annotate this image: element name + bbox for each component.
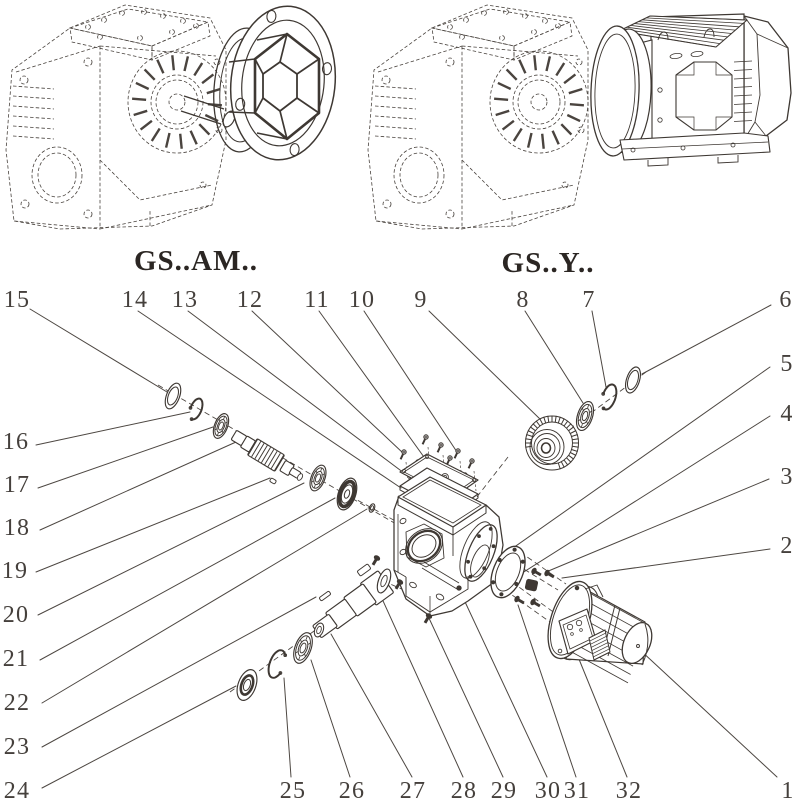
svg-text:29: 29 — [491, 778, 517, 800]
svg-text:22: 22 — [4, 690, 30, 716]
svg-text:GS..Y..: GS..Y.. — [502, 247, 595, 279]
svg-text:7: 7 — [582, 287, 595, 313]
svg-text:15: 15 — [4, 287, 30, 313]
svg-text:11: 11 — [304, 287, 330, 313]
svg-text:8: 8 — [516, 287, 529, 313]
svg-text:18: 18 — [4, 515, 30, 541]
svg-text:10: 10 — [349, 287, 375, 313]
svg-text:13: 13 — [172, 287, 198, 313]
svg-text:26: 26 — [339, 778, 365, 800]
svg-text:5: 5 — [780, 351, 793, 377]
svg-text:4: 4 — [780, 401, 793, 427]
svg-text:16: 16 — [3, 429, 29, 455]
svg-text:1: 1 — [781, 778, 794, 800]
svg-text:20: 20 — [3, 602, 29, 628]
svg-text:24: 24 — [4, 778, 30, 800]
svg-text:2: 2 — [780, 533, 793, 559]
svg-text:GS..AM..: GS..AM.. — [134, 245, 258, 277]
svg-text:17: 17 — [4, 472, 30, 498]
svg-text:6: 6 — [779, 287, 792, 313]
svg-text:30: 30 — [535, 778, 561, 800]
svg-text:9: 9 — [414, 287, 427, 313]
svg-text:23: 23 — [4, 734, 30, 760]
svg-text:3: 3 — [780, 464, 793, 490]
svg-text:27: 27 — [400, 778, 426, 800]
svg-text:28: 28 — [451, 778, 477, 800]
svg-text:25: 25 — [280, 778, 306, 800]
svg-text:14: 14 — [122, 287, 148, 313]
svg-text:19: 19 — [2, 558, 28, 584]
svg-text:32: 32 — [616, 778, 642, 800]
svg-text:12: 12 — [237, 287, 263, 313]
svg-text:21: 21 — [3, 646, 29, 672]
svg-text:31: 31 — [564, 778, 590, 800]
